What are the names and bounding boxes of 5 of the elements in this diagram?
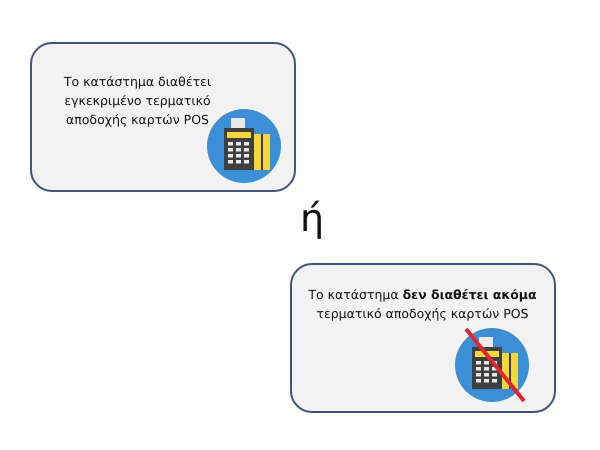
box-text: Το κατάστημα δεν διαθέτει ακόμα τερματικό αποδοχής καρτών POS — [307, 286, 538, 323]
box-text: Το κατάστημα διαθέτει εγκεκριμένο τερματικό αποδοχής καρτών POS — [62, 73, 212, 129]
rounded-box — [290, 263, 556, 413]
rounded-box — [30, 42, 296, 192]
or-label: ή — [300, 196, 324, 240]
